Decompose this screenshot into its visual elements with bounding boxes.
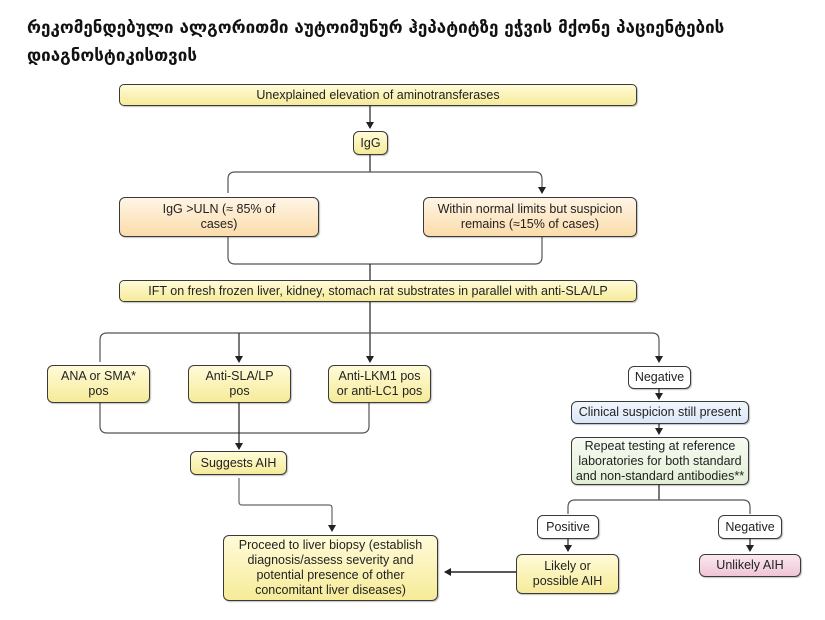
node-ift: IFT on fresh frozen liver, kidney, stoma… <box>119 280 637 302</box>
node-biopsy: Proceed to liver biopsy (establish diagn… <box>223 535 438 601</box>
page-title: რეკომენდებული ალგორითმი აუტოიმუნურ ჰეპატ… <box>27 18 725 66</box>
node-unlikely: Unlikely AIH <box>699 554 801 577</box>
node-ana-sma-label: ANA or SMA* pos <box>60 369 137 398</box>
node-igg-normal: Within normal limits but suspicion remai… <box>423 197 637 237</box>
arrow-to-igg-high <box>227 171 546 194</box>
node-anti-lkm: Anti-LKM1 pos or anti-LC1 pos <box>328 365 431 403</box>
node-likely: Likely or possible AIH <box>516 554 619 594</box>
node-suggests-label: Suggests AIH <box>200 455 277 470</box>
node-negative-2-label: Negative <box>725 519 775 534</box>
line-pos-neg-split <box>567 499 751 514</box>
node-igg-high: IgG >ULN (≈ 85% of cases) <box>119 197 319 237</box>
node-start-label: Unexplained elevation of aminotransferas… <box>256 87 500 102</box>
node-anti-sla-label: Anti-SLA/LP pos <box>205 369 274 398</box>
node-anti-sla: Anti-SLA/LP pos <box>188 365 291 403</box>
node-negative-1: Negative <box>628 366 691 389</box>
node-anti-lkm-label: Anti-LKM1 pos or anti-LC1 pos <box>336 369 423 398</box>
node-repeat: Repeat testing at reference laboratories… <box>571 437 749 485</box>
line-merge-suggests <box>99 402 370 434</box>
arrow-suggests-biopsy <box>238 478 336 532</box>
line-merge-ift <box>227 236 543 265</box>
arrow-branches <box>99 332 663 363</box>
node-unlikely-label: Unlikely AIH <box>716 558 784 572</box>
node-likely-label: Likely or possible AIH <box>532 559 603 588</box>
node-positive-label: Positive <box>546 519 590 534</box>
node-igg: IgG <box>353 131 388 155</box>
node-ift-label: IFT on fresh frozen liver, kidney, stoma… <box>148 283 608 298</box>
node-igg-high-label: IgG >ULN (≈ 85% of cases) <box>162 202 276 231</box>
node-igg-label: IgG <box>360 135 381 150</box>
node-clinical-label: Clinical suspicion still present <box>578 405 742 419</box>
node-igg-normal-label: Within normal limits but suspicion remai… <box>437 202 623 231</box>
node-suggests: Suggests AIH <box>190 451 287 475</box>
node-repeat-label: Repeat testing at reference laboratories… <box>575 438 745 483</box>
node-clinical: Clinical suspicion still present <box>571 401 749 424</box>
node-start: Unexplained elevation of aminotransferas… <box>119 84 637 106</box>
node-biopsy-label: Proceed to liver biopsy (establish diagn… <box>238 538 423 597</box>
node-positive: Positive <box>537 515 599 539</box>
node-negative-1-label: Negative <box>634 370 685 384</box>
node-ana-sma: ANA or SMA* pos <box>47 365 150 403</box>
node-negative-2: Negative <box>718 515 782 539</box>
